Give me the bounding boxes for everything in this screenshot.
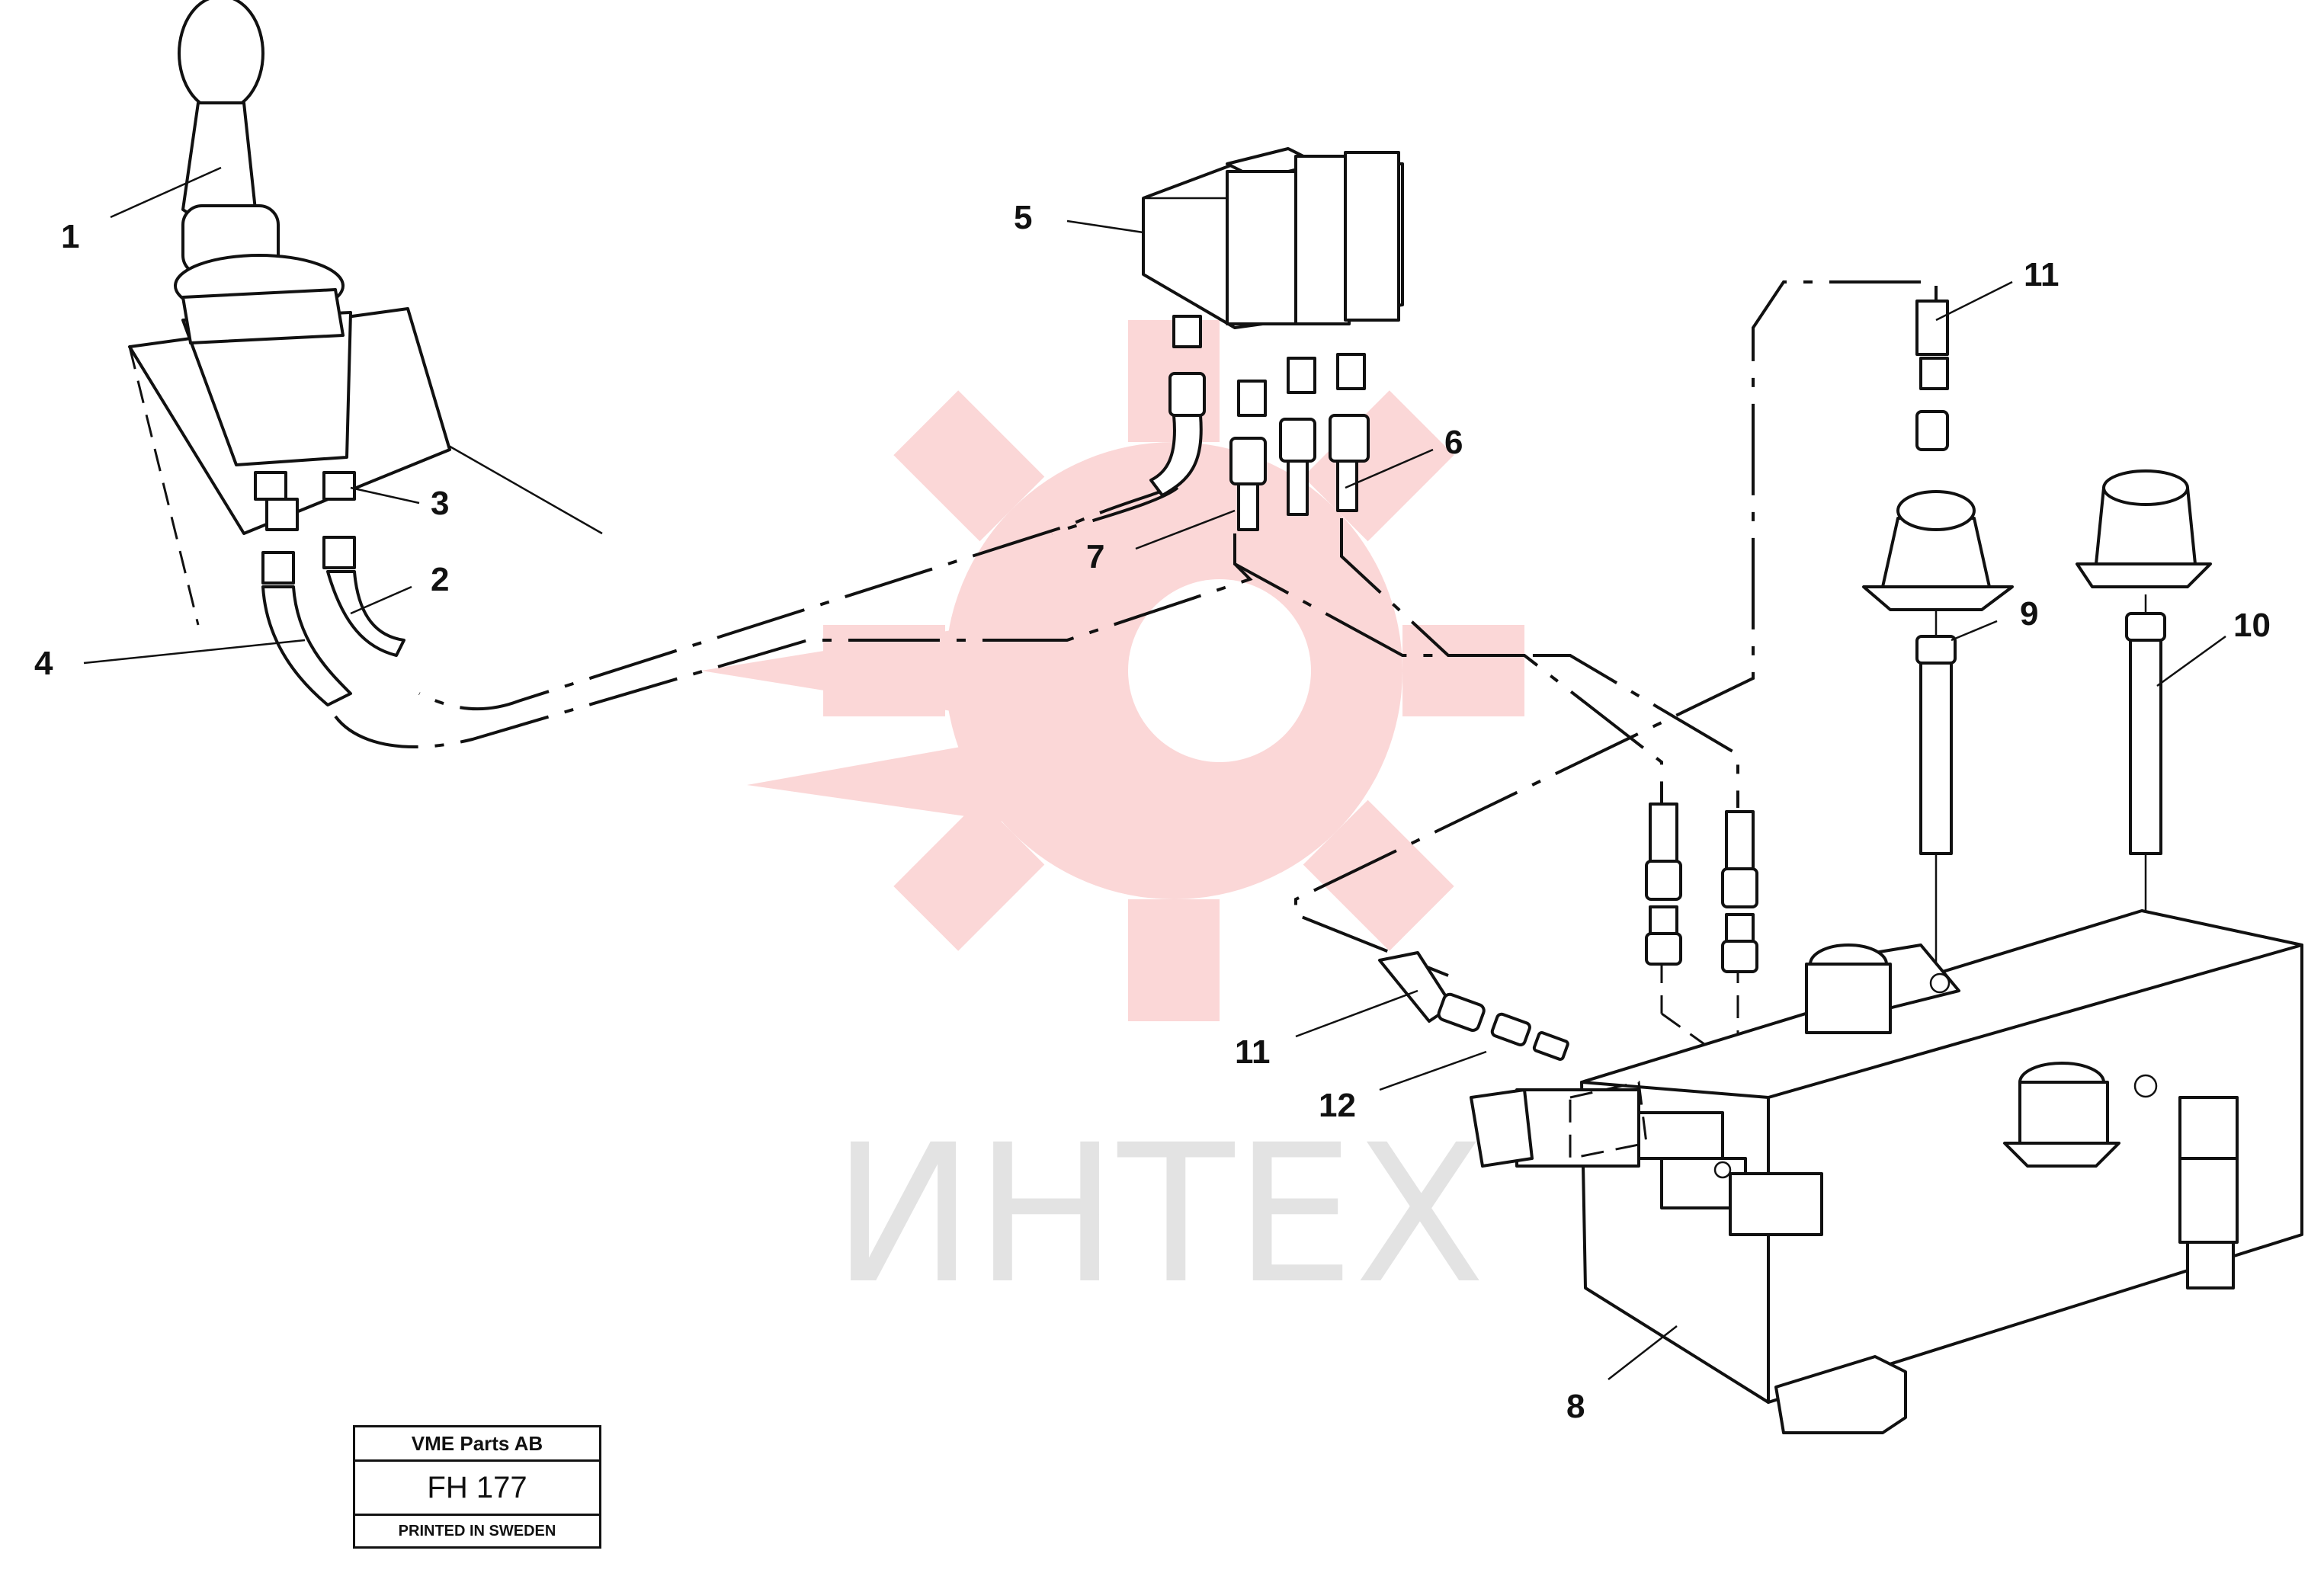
callout-5: 5 xyxy=(1014,199,1032,236)
control-valve xyxy=(1470,909,2303,1434)
callout-11-upper: 11 xyxy=(2024,256,2060,293)
upper-right-fittings xyxy=(1862,300,2212,855)
callout-6: 6 xyxy=(1444,424,1463,461)
valve-block-fittings xyxy=(1149,315,1370,531)
leader-lines xyxy=(83,166,2226,1380)
stamp-printed: PRINTED IN SWEDEN xyxy=(398,1523,556,1539)
joystick-hoses xyxy=(261,570,405,706)
callout-9: 9 xyxy=(2020,595,2038,633)
callout-11-lower: 11 xyxy=(1235,1033,1271,1071)
watermark-text: ИНТЕХ xyxy=(832,1104,1486,1325)
valve-block xyxy=(1142,147,1404,329)
callout-12: 12 xyxy=(1319,1087,1356,1124)
callout-labels: 1 2 3 4 5 6 7 8 9 10 11 11 12 xyxy=(34,199,2271,1425)
callout-1: 1 xyxy=(61,218,79,255)
callout-8: 8 xyxy=(1566,1388,1585,1425)
joystick-control-lever xyxy=(128,0,451,626)
callout-10: 10 xyxy=(2233,607,2271,644)
callout-4: 4 xyxy=(34,645,53,682)
title-stamp: VME Parts AB FH 177 PRINTED IN SWEDEN xyxy=(353,1425,601,1549)
stamp-drawing-code: FH 177 xyxy=(355,1462,599,1516)
gear-logo-icon xyxy=(701,320,1524,1021)
gear-logo-hole-icon xyxy=(1128,579,1311,762)
watermark-logo xyxy=(701,320,1524,1021)
callout-3: 3 xyxy=(431,485,449,522)
stamp-company: VME Parts AB xyxy=(355,1427,599,1462)
mid-fittings xyxy=(1378,803,1758,1061)
callout-7: 7 xyxy=(1086,538,1104,575)
callout-2: 2 xyxy=(431,561,449,598)
